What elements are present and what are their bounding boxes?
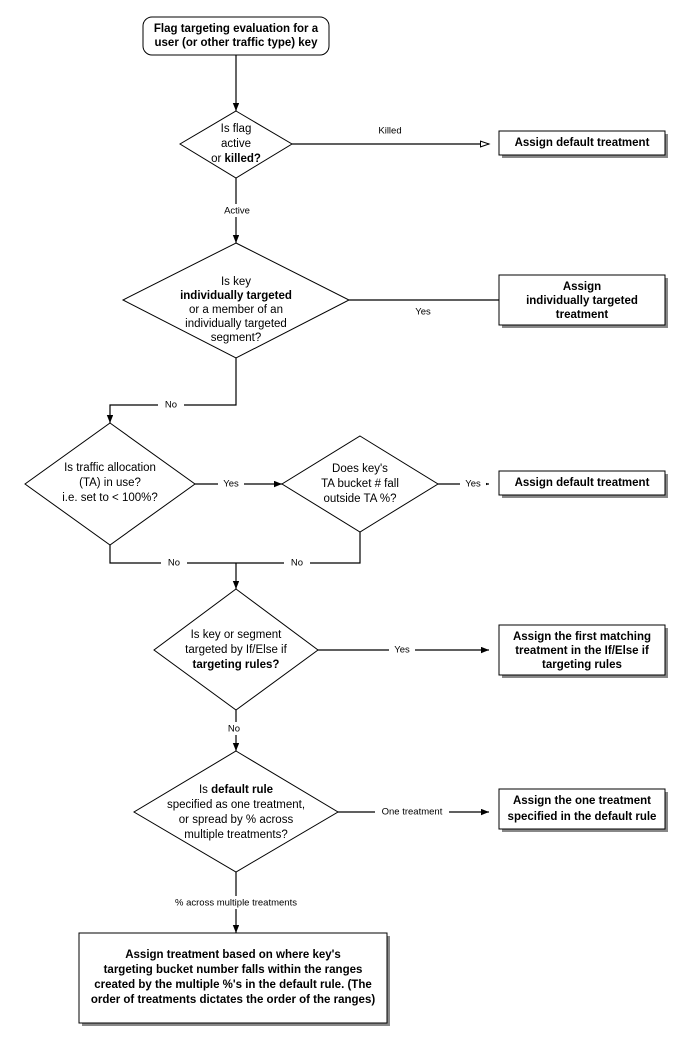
node-assign-default-treatment-1[interactable]: Assign default treatment bbox=[498, 130, 668, 158]
node-d5-line-3: targeting rules? bbox=[193, 659, 280, 671]
node-d6-line-3: or spread by % across bbox=[179, 814, 294, 826]
edge-individually-targeted-to-assign-individually: Yes bbox=[349, 299, 499, 318]
node-b2-line-1: Assign bbox=[563, 281, 601, 293]
edge-label-yes-2: Yes bbox=[223, 479, 239, 490]
node-b4-line-3: targeting rules bbox=[542, 659, 622, 671]
node-d3-line-2: (TA) in use? bbox=[79, 477, 141, 489]
edge-label-no-1: No bbox=[165, 400, 177, 411]
node-b6-line-2: targeting bucket number falls within the… bbox=[104, 964, 363, 976]
node-b5-line-1: Assign the one treatment bbox=[513, 795, 651, 807]
node-decision-flag-active[interactable]: Is flag active or killed? bbox=[179, 110, 293, 179]
edge-label-active: Active bbox=[224, 206, 250, 217]
edge-label-no-3: No bbox=[291, 558, 303, 569]
edge-default-rule-to-assign-by-ranges: % across multiple treatments bbox=[157, 872, 317, 933]
node-decision-default-rule[interactable]: Is default rule specified as one treatme… bbox=[133, 750, 339, 873]
node-d1-bold-killed: killed? bbox=[224, 153, 260, 165]
edge-label-percent-across: % across multiple treatments bbox=[175, 898, 297, 909]
node-b3-line-1: Assign default treatment bbox=[515, 477, 650, 489]
node-d6-line-1: Is default rule bbox=[199, 784, 273, 796]
node-d1-line-1: Is flag bbox=[221, 123, 252, 135]
node-d2-line-2: individually targeted bbox=[180, 290, 292, 302]
node-assign-individually-targeted-treatment[interactable]: Assign individually targeted treatment bbox=[498, 274, 668, 328]
node-assign-one-treatment[interactable]: Assign the one treatment specified in th… bbox=[498, 788, 668, 832]
edge-flag-active-to-assign-default-1: Killed bbox=[292, 124, 489, 144]
node-d3-line-1: Is traffic allocation bbox=[64, 462, 156, 474]
node-assign-default-treatment-2[interactable]: Assign default treatment bbox=[498, 470, 668, 498]
edge-default-rule-to-assign-one-treatment: One treatment bbox=[338, 805, 489, 818]
node-start-line-2: user (or other traffic type) key bbox=[155, 37, 319, 49]
node-d2-line-3: or a member of an bbox=[189, 304, 283, 316]
edge-label-no-4: No bbox=[228, 724, 240, 735]
node-decision-ta-bucket[interactable]: Does key's TA bucket # fall outside TA %… bbox=[281, 435, 439, 533]
edge-ta-bucket-to-assign-default-2: Yes bbox=[438, 477, 489, 490]
node-b2-line-2: individually targeted bbox=[526, 295, 638, 307]
node-d1-line-3: or killed? bbox=[211, 153, 261, 165]
node-b4-line-2: treatment in the If/Else if bbox=[515, 645, 649, 657]
node-d6-bold-default-rule: default rule bbox=[211, 784, 273, 796]
node-assign-first-matching-treatment[interactable]: Assign the first matching treatment in t… bbox=[498, 624, 668, 678]
node-b2-line-3: treatment bbox=[556, 309, 609, 321]
edge-flag-active-to-individually-targeted: Active bbox=[219, 178, 255, 243]
node-b5-line-2: specified in the default rule bbox=[508, 811, 657, 823]
edge-individually-targeted-to-traffic-allocation: No bbox=[106, 358, 237, 423]
edge-label-yes-3: Yes bbox=[465, 479, 481, 490]
node-d3-line-3: i.e. set to < 100%? bbox=[62, 492, 158, 504]
edge-ta-bucket-no-to-merge: No bbox=[236, 532, 361, 569]
edge-label-one-treatment: One treatment bbox=[382, 807, 443, 818]
node-b4-line-1: Assign the first matching bbox=[513, 631, 651, 643]
node-decision-individually-targeted[interactable]: Is key individually targeted or a member… bbox=[121, 242, 351, 359]
node-d5-line-2: targeted by If/Else if bbox=[185, 644, 287, 656]
node-b6-line-3: created by the multiple %'s in the defau… bbox=[94, 979, 372, 991]
edge-targeting-rules-to-default-rule: No bbox=[221, 710, 247, 751]
node-b6-line-1: Assign treatment based on where key's bbox=[125, 949, 341, 961]
node-b1-line-1: Assign default treatment bbox=[515, 137, 650, 149]
node-d4-line-1: Does key's bbox=[332, 463, 388, 475]
edge-label-no-2: No bbox=[168, 558, 180, 569]
node-assign-treatment-by-ranges[interactable]: Assign treatment based on where key's ta… bbox=[78, 932, 390, 1026]
node-start-terminal[interactable]: Flag targeting evaluation for a user (or… bbox=[142, 16, 330, 56]
node-d6-line-4: multiple treatments? bbox=[184, 829, 288, 841]
node-b6-line-4: order of treatments dictates the order o… bbox=[91, 994, 376, 1006]
edge-label-killed: Killed bbox=[378, 126, 401, 137]
node-d4-line-2: TA bucket # fall bbox=[321, 478, 399, 490]
node-d2-line-4: individually targeted bbox=[185, 318, 287, 330]
node-d5-line-1: Is key or segment bbox=[191, 629, 283, 641]
node-start-line-1: Flag targeting evaluation for a bbox=[154, 23, 319, 35]
node-d6-line-2: specified as one treatment, bbox=[167, 799, 305, 811]
node-d2-line-5: segment? bbox=[211, 332, 262, 344]
edge-label-yes-4: Yes bbox=[394, 645, 410, 656]
node-decision-targeting-rules[interactable]: Is key or segment targeted by If/Else if… bbox=[153, 588, 319, 711]
node-d4-line-3: outside TA %? bbox=[323, 493, 396, 505]
node-d2-line-1: Is key bbox=[221, 276, 251, 288]
node-decision-traffic-allocation[interactable]: Is traffic allocation (TA) in use? i.e. … bbox=[24, 422, 196, 546]
edge-label-yes-1: Yes bbox=[415, 307, 431, 318]
edge-traffic-allocation-no-to-merge: No bbox=[109, 545, 236, 569]
edge-traffic-allocation-to-ta-bucket: Yes bbox=[195, 477, 282, 490]
node-d1-line-2: active bbox=[221, 138, 251, 150]
edge-targeting-rules-to-assign-first-matching: Yes bbox=[318, 643, 489, 656]
